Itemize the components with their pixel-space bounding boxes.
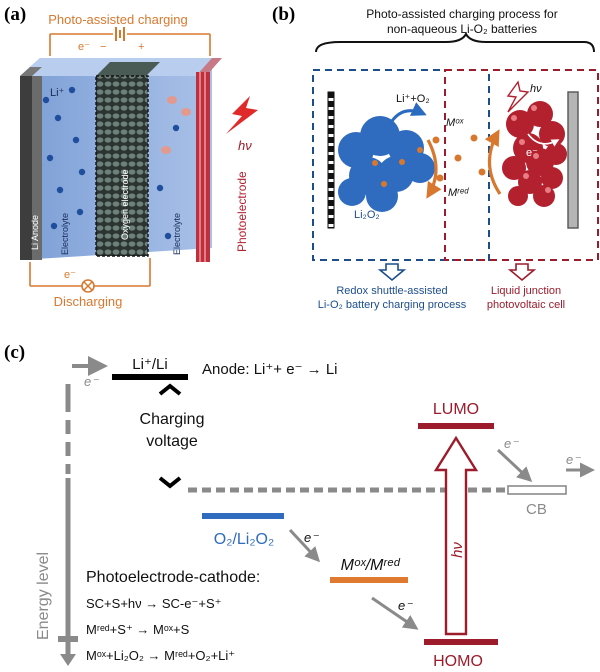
panel-b-brace (315, 31, 595, 53)
panel-b-title-line1: Photo-assisted charging process for (366, 7, 557, 21)
c-electron-homo: e⁻ (398, 598, 413, 613)
panel-b-label: (b) (272, 4, 295, 25)
voltage-chevron-down (158, 476, 182, 489)
energy-axis-arrowhead (60, 654, 76, 666)
left-caption-line1: Redox shuttle-assisted (336, 285, 447, 297)
lumo-label: LUMO (433, 401, 479, 418)
li-o2-label: Li⁺+O₂ (396, 93, 430, 105)
mediator-to-homo-arrow (371, 596, 419, 630)
o2-couple-label: O₂/Li₂O₂ (214, 531, 274, 548)
b-lightning-icon (506, 80, 530, 113)
c-electron-o2: e⁻ (304, 530, 319, 545)
li2o2-dots (372, 147, 423, 187)
oxidation-arrow (484, 129, 502, 195)
oxygen-electrode-label: Oxygen electrode (120, 169, 130, 240)
cathode-reaction-1: SC+S+hν → SC-e⁻+S⁺ (86, 596, 221, 611)
li-couple-label: Li⁺/Li (132, 356, 167, 373)
excitation-arrow (433, 435, 479, 636)
photoelectrode-label: Photoelectrode (235, 171, 249, 252)
battery-icon (113, 27, 127, 41)
panel-c: (c) Energy level e⁻ Li⁺/Li Anode: Li⁺+ e… (4, 342, 595, 670)
charge-electron-label: e⁻ (78, 41, 90, 53)
photoelectrode-highlights (511, 105, 551, 193)
li-anode-label: Li Anode (30, 215, 40, 250)
light-label: hν (238, 138, 252, 153)
cathode-reaction-2: Mʳᵉᵈ+S⁺ → Mᵒˣ+S (86, 622, 190, 637)
li2o2-cluster (338, 116, 435, 212)
li-anode (20, 76, 32, 260)
right-down-arrow (507, 263, 537, 282)
li-ion-particles (42, 86, 180, 240)
panel-c-label: (c) (4, 342, 25, 363)
panel-b: (b) Photo-assisted charging process for … (272, 4, 599, 311)
panel-a-label: (a) (4, 4, 26, 25)
voltage-chevron-up (158, 383, 182, 396)
photovoltaic-box (444, 69, 599, 261)
cathode-reaction-3: Mᵒˣ+Li₂O₂ → Mʳᵉᵈ+O₂+Li⁺ (86, 648, 235, 663)
cb-label: CB (526, 501, 547, 518)
electrolyte-left-label: Electrolyte (60, 213, 70, 255)
anode-reaction: Anode: Li⁺+ e⁻ → Li (202, 361, 338, 378)
charging-line2: voltage (146, 433, 198, 450)
lightning-icon (226, 96, 258, 134)
li-ion-label: Li⁺ (50, 87, 65, 99)
discharging-label: Discharging (54, 294, 123, 309)
o2-to-mediator-arrow (288, 528, 321, 563)
left-down-arrow (377, 263, 407, 282)
charging-line1: Charging (140, 411, 205, 428)
discharge-electron-label: e⁻ (64, 269, 76, 281)
electron-arrow (527, 133, 560, 147)
cb-level (507, 485, 567, 495)
photoelectrode (196, 72, 210, 262)
b-electron-label: e⁻ (526, 147, 538, 159)
m-ox-label: Mᵒˣ (446, 117, 465, 129)
panel-b-title-line2: non-aqueous Li-O₂ batteries (387, 22, 537, 36)
oxygen-release-arrow (388, 102, 427, 125)
right-caption-line2: photovoltaic cell (487, 299, 565, 311)
reduction-arrow (426, 139, 442, 199)
b-light-label: hν (530, 83, 542, 95)
lamp-icon (81, 279, 95, 293)
homo-label: HOMO (433, 653, 483, 670)
photoelectrode-cluster (502, 101, 567, 207)
battery-minus: − (100, 41, 106, 53)
right-caption-line1: Liquid junction (491, 285, 561, 297)
left-caption-line2: Li-O₂ battery charging process (318, 299, 467, 311)
m-red-label: Mʳᵉᵈ (448, 187, 469, 199)
oxygen-electrode (96, 76, 148, 256)
battery-plus: + (138, 41, 144, 53)
photo-charging-label: Photo-assisted charging (48, 12, 187, 27)
energy-axis-label: Energy level (35, 552, 52, 640)
mediator-couple-label: Mᵒˣ/Mʳᵉᵈ (341, 557, 402, 574)
c-electron-lumo: e⁻ (504, 436, 519, 451)
mediator-dots (432, 134, 486, 182)
cathode-title: Photoelectrode-cathode: (86, 569, 260, 586)
c-electron-top: e⁻ (84, 374, 99, 389)
c-light-label: hν (449, 542, 466, 558)
redox-shuttle-particles (161, 96, 191, 154)
panel-a: (a) Photo-assisted charging e⁻ − + Li An… (4, 4, 258, 309)
li2o2-label: Li₂O₂ (354, 209, 380, 221)
c-electron-cb: e⁻ (566, 452, 581, 467)
counter-electrode (567, 91, 579, 229)
electrolyte-right-label: Electrolyte (172, 213, 182, 255)
lumo-to-cb-arrow (496, 448, 533, 483)
